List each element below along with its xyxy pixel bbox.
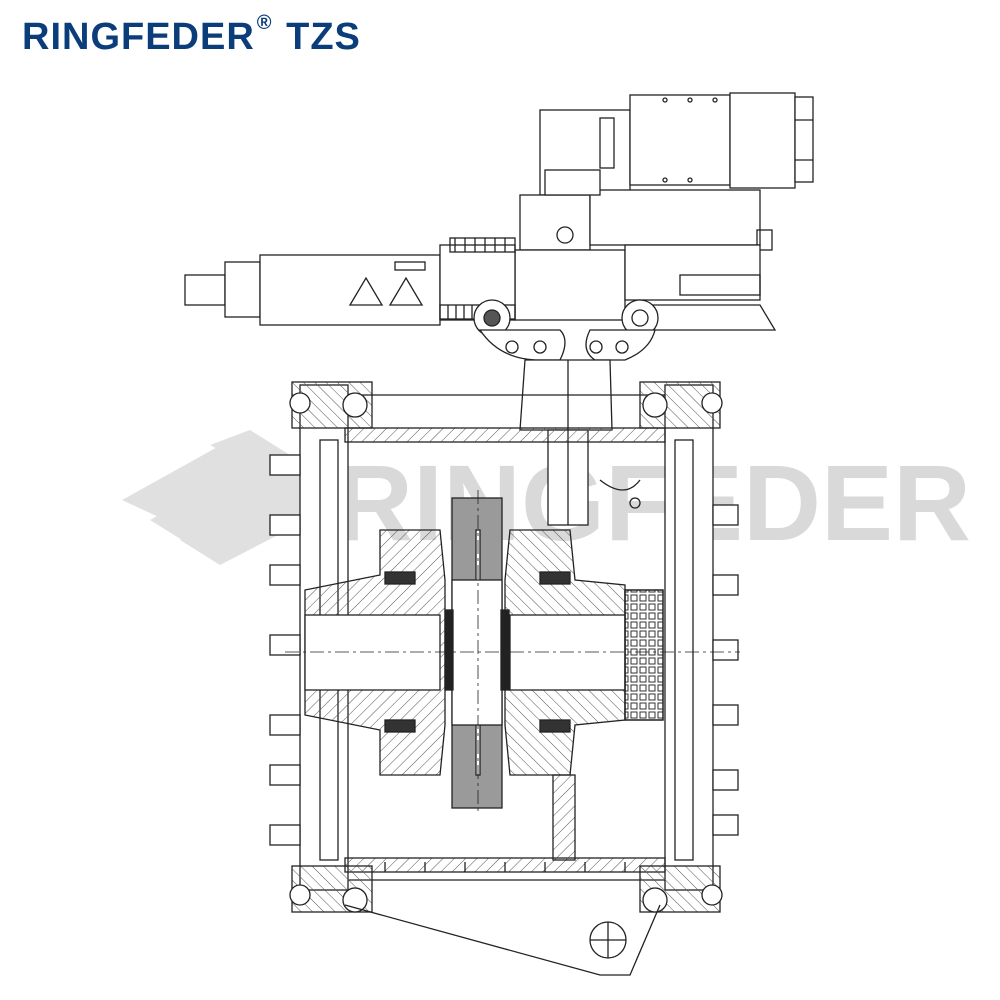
watermark-logo-icon xyxy=(122,430,330,565)
model-name: TZS xyxy=(286,16,361,58)
coupling-assembly xyxy=(285,490,740,861)
registered-mark: ® xyxy=(256,12,273,35)
brand-name: RINGFEDER xyxy=(22,16,255,58)
product-title: RINGFEDER® TZS xyxy=(22,12,361,59)
